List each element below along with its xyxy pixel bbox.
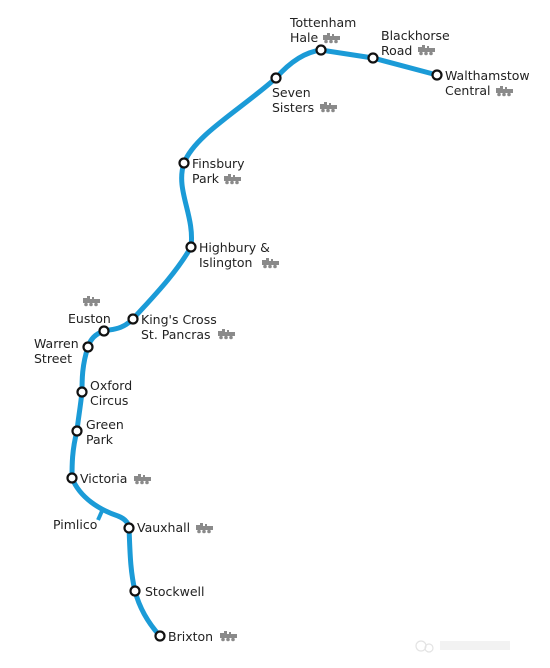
station-label: Brixton (168, 629, 213, 644)
station-stockwell[interactable]: Stockwell (129, 584, 205, 599)
station-label: Blackhorse (381, 28, 450, 43)
svg-text:Pimlico: Pimlico (53, 517, 97, 532)
station-label: Street (34, 351, 72, 366)
svg-text:Green Park: Green Park (86, 417, 128, 447)
svg-text:Brixton: Brixton (168, 629, 213, 644)
station-walthamstow-central[interactable]: Walthamstow Central (431, 68, 534, 98)
station-victoria[interactable]: Victoria (66, 471, 152, 486)
station-label: Euston (68, 311, 111, 326)
station-label: Warren (34, 336, 79, 351)
svg-text:Stockwell: Stockwell (145, 584, 204, 599)
station-blackhorse-road[interactable]: Blackhorse Road (367, 28, 454, 64)
station-vauxhall[interactable]: Vauxhall (123, 520, 214, 535)
station-highbury-islington[interactable]: Highbury & Islington (185, 240, 280, 270)
station-seven-sisters[interactable]: Seven Sisters (270, 72, 338, 116)
svg-text:King's Cross St. Pancras: King's Cross St. Pancras (141, 312, 221, 342)
station-label: Park (192, 171, 220, 186)
station-label: Green (86, 417, 124, 432)
national-rail-train-icon (262, 258, 279, 269)
station-label: Highbury & (199, 240, 270, 255)
station-label: Hale (290, 30, 319, 45)
station-label: Tottenham (289, 15, 356, 30)
station-oxford-circus[interactable]: Oxford Circus (76, 378, 137, 408)
national-rail-train-icon (134, 474, 151, 485)
svg-text:Blackhorse Road: Blackhorse Road (381, 28, 454, 58)
svg-text:Warren Street: Warren Street (34, 336, 83, 366)
station-label: Sisters (272, 100, 314, 115)
national-rail-train-icon (224, 174, 241, 185)
national-rail-train-icon (418, 45, 435, 56)
svg-text:Seven Sisters: Seven Sisters (272, 85, 315, 115)
station-warren-street[interactable]: Warren Street (34, 336, 94, 366)
station-brixton[interactable]: Brixton (154, 629, 238, 644)
station-label: Oxford (90, 378, 132, 393)
national-rail-train-icon (320, 102, 337, 113)
watermark (415, 640, 510, 653)
svg-text:Tottenham Hale: Tottenham Hale (289, 15, 360, 45)
svg-text:Euston: Euston (68, 311, 111, 326)
station-label: Circus (90, 393, 128, 408)
station-label: St. Pancras (141, 327, 211, 342)
svg-text:Victoria: Victoria (80, 471, 127, 486)
station-tottenham-hale[interactable]: Tottenham Hale (289, 15, 360, 56)
station-label: Park (86, 432, 114, 447)
national-rail-train-icon (218, 329, 235, 340)
national-rail-train-icon (220, 631, 237, 642)
station-pimlico[interactable]: Pimlico (53, 517, 97, 532)
national-rail-train-icon (83, 296, 100, 307)
station-label: Central (445, 83, 491, 98)
station-finsbury-park[interactable]: Finsbury Park (178, 156, 249, 186)
station-label: Stockwell (145, 584, 204, 599)
station-tick-pimlico (96, 510, 104, 521)
svg-text:Finsbury Park: Finsbury Park (192, 156, 249, 186)
station-green-park[interactable]: Green Park (71, 417, 128, 447)
station-label: Victoria (80, 471, 127, 486)
station-label: Islington (199, 255, 252, 270)
station-label: Vauxhall (137, 520, 190, 535)
station-euston[interactable]: Euston (68, 296, 111, 337)
national-rail-train-icon (496, 86, 513, 97)
svg-text:Walthamstow Central: Walthamstow Central (445, 68, 534, 98)
station-label: Walthamstow (445, 68, 530, 83)
station-kings-cross-st-pancras[interactable]: King's Cross St. Pancras (127, 312, 236, 342)
national-rail-train-icon (323, 33, 340, 44)
station-label: Pimlico (53, 517, 97, 532)
station-label: Road (381, 43, 412, 58)
svg-text:Vauxhall: Vauxhall (137, 520, 190, 535)
svg-text:Highbury & Islington: Highbury & Islington (199, 240, 274, 270)
station-label: Finsbury (192, 156, 245, 171)
victoria-line-route (69, 47, 440, 639)
national-rail-train-icon (196, 523, 213, 534)
station-label: Seven (272, 85, 311, 100)
station-label: King's Cross (141, 312, 217, 327)
svg-text:Oxford Circus: Oxford Circus (90, 378, 136, 408)
